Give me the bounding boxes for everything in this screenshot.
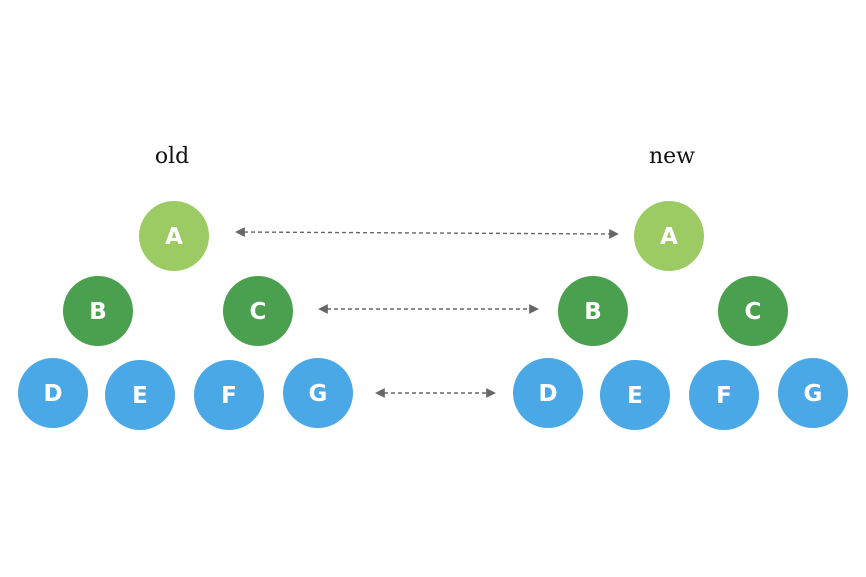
svg-text:F: F xyxy=(716,383,732,409)
svg-text:C: C xyxy=(250,299,267,325)
old-node-e: E xyxy=(105,360,175,430)
svg-text:B: B xyxy=(89,299,107,325)
new-node-c: C xyxy=(718,276,788,346)
old-node-b: B xyxy=(63,276,133,346)
old-node-f: F xyxy=(194,360,264,430)
svg-text:E: E xyxy=(627,383,643,409)
svg-text:A: A xyxy=(660,224,678,250)
old-node-c: C xyxy=(223,276,293,346)
old-node-g: G xyxy=(283,358,353,428)
svg-text:G: G xyxy=(309,381,328,407)
new-node-d: D xyxy=(513,358,583,428)
level-1-compare-arrow xyxy=(235,227,619,239)
old-tree: A B C D E F G xyxy=(18,201,353,430)
svg-text:B: B xyxy=(584,299,602,325)
old-node-a: A xyxy=(139,201,209,271)
new-tree-title: new xyxy=(649,144,695,169)
svg-text:A: A xyxy=(165,224,183,250)
new-node-b: B xyxy=(558,276,628,346)
new-node-a: A xyxy=(634,201,704,271)
new-tree: A B C D E F G xyxy=(513,201,848,430)
new-node-e: E xyxy=(600,360,670,430)
svg-text:G: G xyxy=(804,381,823,407)
new-node-g: G xyxy=(778,358,848,428)
svg-text:D: D xyxy=(538,381,557,407)
old-node-d: D xyxy=(18,358,88,428)
svg-text:C: C xyxy=(745,299,762,325)
new-node-f: F xyxy=(689,360,759,430)
svg-text:D: D xyxy=(43,381,62,407)
svg-text:E: E xyxy=(132,383,148,409)
svg-text:F: F xyxy=(221,383,237,409)
old-tree-title: old xyxy=(155,144,189,169)
